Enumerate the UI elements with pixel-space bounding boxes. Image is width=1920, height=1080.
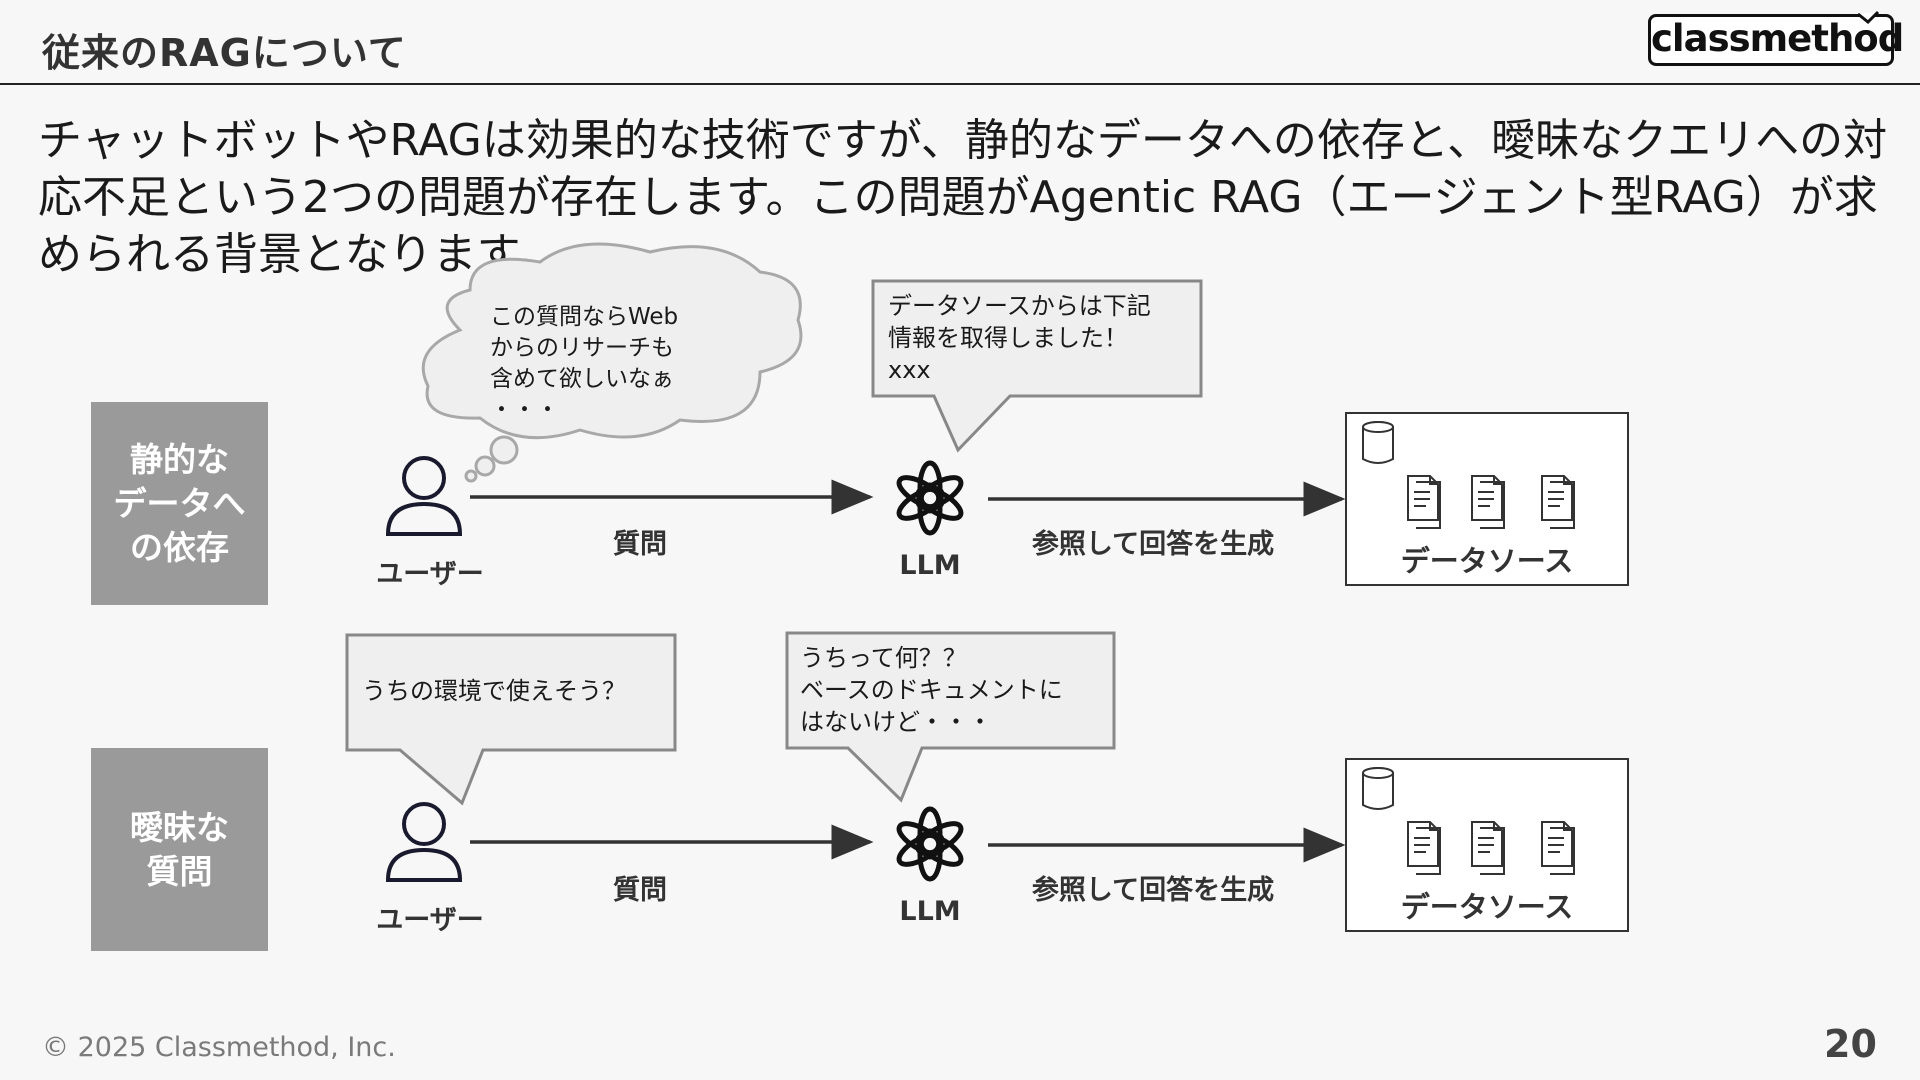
side-label-line: 静的な — [130, 439, 229, 479]
bubble-line: データソースからは下記 — [888, 292, 1151, 320]
side-label-line: 質問 — [146, 851, 213, 891]
bubble-line: ベースのドキュメントに — [800, 676, 1063, 704]
openai-logo-icon — [895, 809, 966, 879]
thought-line: この質問ならWeb — [490, 304, 679, 330]
side-label-line: の依存 — [130, 527, 229, 567]
datasource-label: データソース — [1400, 544, 1574, 578]
database-icon — [1362, 767, 1394, 810]
document-icon — [1407, 821, 1441, 875]
page-number: 20 — [1824, 1022, 1877, 1066]
reference-label: 参照して回答を生成 — [1031, 529, 1275, 560]
copyright-text: © 2025 Classmethod, Inc. — [42, 1032, 396, 1063]
user-label: ユーザー — [376, 559, 484, 590]
thought-line: ・・・ — [490, 397, 559, 423]
database-icon — [1362, 421, 1394, 464]
intro-paragraph: チャットボットやRAGは効果的な技術ですが、静的なデータへの依存と、曖昧なクエリ… — [38, 115, 1888, 280]
thought-cloud — [421, 242, 803, 483]
side-label-static-data: 静的な データへ の依存 — [91, 402, 268, 605]
bubble-line: はないけど・・・ — [800, 708, 992, 736]
side-label-ambiguous-question: 曖昧な 質問 — [91, 748, 268, 951]
thought-line: からのリサーチも — [490, 335, 674, 361]
datasource-label: データソース — [1400, 890, 1574, 924]
side-label-line: データへ — [113, 483, 246, 523]
llm-bubble-row1-text: データソースからは下記 情報を取得しました！ xxx — [888, 290, 1151, 386]
slide-title: 従来のRAGについて — [42, 31, 407, 75]
openai-logo-icon — [895, 463, 966, 533]
bubble-line: うちの環境で使えそう？ — [362, 677, 626, 705]
llm-label: LLM — [899, 896, 961, 927]
user-icon — [386, 456, 462, 536]
bubble-line: 情報を取得しました！ — [888, 324, 1128, 352]
document-icon — [1407, 475, 1441, 529]
user-icon — [386, 802, 462, 882]
document-icon — [1541, 821, 1575, 875]
user-bubble-row2 — [345, 633, 677, 806]
bubble-line: うちって何？？ — [800, 644, 967, 672]
llm-bubble-row1 — [871, 279, 1203, 453]
question-label: 質問 — [613, 529, 667, 560]
bubble-line: xxx — [888, 356, 931, 384]
llm-bubble-row2-text: うちって何？？ ベースのドキュメントに はないけど・・・ — [800, 642, 1063, 738]
user-bubble-row2-text: うちの環境で使えそう？ — [362, 675, 626, 707]
thought-line: 含めて欲しいなぁ — [490, 366, 674, 392]
logo-notch — [1858, 10, 1880, 24]
thought-text: この質問ならWeb からのリサーチも 含めて欲しいなぁ ・・・ — [490, 302, 678, 426]
llm-label: LLM — [899, 550, 961, 581]
user-label: ユーザー — [376, 905, 484, 936]
side-label-line: 曖昧な — [130, 807, 229, 847]
question-label: 質問 — [613, 875, 667, 906]
classmethod-logo: classmethod — [1648, 14, 1904, 66]
llm-bubble-row2 — [785, 631, 1116, 803]
header-divider — [0, 83, 1920, 85]
reference-label: 参照して回答を生成 — [1031, 875, 1275, 906]
document-icon — [1471, 821, 1505, 875]
document-icon — [1471, 475, 1505, 529]
document-icon — [1541, 475, 1575, 529]
